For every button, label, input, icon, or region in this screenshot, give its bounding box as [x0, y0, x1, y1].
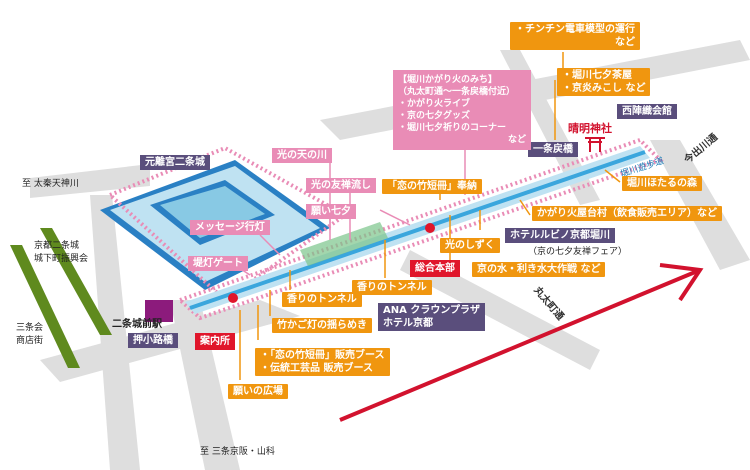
info-marker [228, 293, 238, 303]
kagaribi-item: ・堀川七夕祈りのコーナー [398, 123, 507, 133]
place-nijo-mae-station: 二条城前駅 [112, 319, 162, 330]
event-chinchin-train: ・チンチン電車模型の運行 など [510, 22, 640, 50]
event-takekago: 竹かご灯の揺らめき [272, 318, 372, 333]
note-to-sanjo: 至 三条京阪・山科 [200, 447, 275, 457]
event-horikawa-tea: ・堀川七夕茶屋 ・京炎みこし など [557, 68, 651, 96]
event-kyo-water: 京の水・利き水大作戦 など [472, 262, 606, 277]
event-line: など [615, 37, 635, 48]
event-kagaribi-yatai: かがり火屋台村（飲食販売エリア）など [532, 206, 722, 221]
road-upper-left [30, 164, 150, 198]
ana-hotel-line: ANA クラウンプラザ [383, 305, 481, 316]
note-sanjokai: 三条会 商店街 [16, 322, 43, 348]
note-line: 京都二条城 [34, 241, 80, 251]
place-info: 案内所 [195, 333, 235, 350]
place-hq: 総合本部 [410, 260, 460, 277]
hq-marker [425, 223, 435, 233]
place-ana-hotel: ANA クラウンプラザ ホテル京都 [378, 303, 486, 331]
station-block [145, 300, 173, 322]
kagaribi-area: （丸太町通〜一条戻橋付近） [398, 87, 516, 97]
place-seimei-shrine: 晴明神社 [568, 122, 612, 135]
place-oshikoji-bridge: 押小路橋 [128, 333, 178, 348]
river-event-outline [176, 137, 664, 321]
event-line: ・チンチン電車模型の運行 [515, 24, 635, 35]
road-vertical-west [90, 195, 140, 470]
torii-icon [585, 137, 605, 152]
place-hotel-rubino-sub: （京の七夕友禅フェア） [528, 247, 628, 257]
event-koi-tanzaku: 「恋の竹短冊」奉納 [382, 179, 482, 194]
ana-hotel-line: ホテル京都 [383, 318, 433, 329]
road-east [650, 140, 750, 270]
kagaribi-item: ・かがり火ライブ [398, 99, 471, 109]
note-to-taishin: 至 太秦天神川 [22, 179, 79, 189]
road-marutamachi [400, 250, 600, 370]
event-message-lantern: メッセージ行灯 [190, 220, 270, 235]
place-nishijin: 西陣織会館 [617, 104, 677, 119]
note-line: 商店街 [16, 336, 44, 346]
direction-arrow-head [659, 263, 704, 302]
event-booths: ・「恋の竹短冊」販売ブース ・伝統工芸品 販売ブース [255, 348, 390, 376]
place-nijo-castle: 元離宮二条城 [140, 155, 210, 170]
booth-line: ・「恋の竹短冊」販売ブース [260, 350, 385, 361]
kagaribi-more: など [507, 135, 526, 145]
event-line: ・堀川七夕茶屋 [562, 70, 632, 81]
place-ichijo-bridge: 一条戻橋 [528, 142, 578, 157]
place-hotel-rubino: ホテルルビノ京都堀川 [505, 228, 615, 243]
road-vertical-south [170, 300, 240, 470]
horikawa-river [189, 150, 646, 310]
event-kaori-tunnel-1: 香りのトンネル [352, 280, 432, 295]
event-hikari-shizuku: 光のしずく [440, 238, 500, 253]
event-hotaru: 堀川ほたるの森 [622, 176, 702, 191]
note-line: 城下町振興会 [34, 254, 89, 264]
leader-lines [239, 52, 621, 380]
green-area [300, 222, 388, 266]
kagaribi-title: 【堀川かがり火のみち】 [398, 75, 498, 85]
event-negai-tanabata: 願い七夕 [306, 204, 356, 219]
event-kagaribi-box: 【堀川かがり火のみち】 （丸太町通〜一条戻橋付近） ・かがり火ライブ ・京の七夕… [393, 70, 531, 150]
street-sanjo [10, 245, 80, 368]
event-hikari-tenkawa: 光の天の川 [272, 148, 332, 163]
event-hikari-yuzen: 光の友禅流し [306, 178, 376, 193]
kagaribi-item: ・京の七夕グッズ [398, 111, 471, 121]
street-nijo [40, 228, 112, 335]
direction-arrow-line [339, 268, 701, 422]
event-negai-hiroba: 願いの広場 [228, 384, 288, 399]
note-kyoto-nijo: 京都二条城 城下町振興会 [34, 240, 88, 266]
event-lantern-gate: 堤灯ゲート [188, 256, 248, 271]
event-line: ・京炎みこし など [562, 83, 646, 94]
booth-line: ・伝統工芸品 販売ブース [260, 363, 373, 374]
castle-inner [160, 186, 265, 238]
note-line: 三条会 [16, 323, 44, 333]
event-kaori-tunnel-2: 香りのトンネル [282, 292, 362, 307]
